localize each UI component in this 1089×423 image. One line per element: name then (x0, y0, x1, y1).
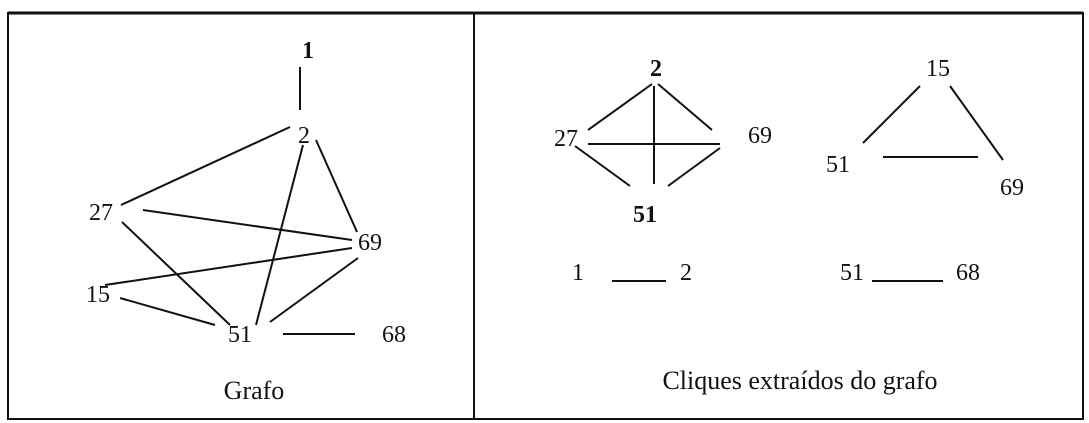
clique-c-node-right: 2 (680, 260, 692, 286)
node-68: 68 (382, 322, 406, 348)
clique-b-node-right: 69 (1000, 175, 1024, 201)
edge-27-69 (142, 209, 353, 241)
node-69: 69 (358, 230, 382, 256)
left-caption: Grafo (224, 376, 285, 405)
right-caption: Cliques extraídos do grafo (662, 366, 937, 395)
clique-c-node-left: 1 (572, 260, 584, 286)
node-27: 27 (89, 200, 113, 226)
clique-a-node-bottom: 51 (633, 202, 657, 228)
clique-b-node-left: 51 (826, 152, 850, 178)
left-graph: 1 2 27 69 15 51 68 (86, 38, 406, 348)
left-panel-frame (7, 12, 475, 420)
clique-a-edge-51-69 (667, 147, 721, 187)
clique-a-node-right: 69 (748, 123, 772, 149)
clique-a-edge-2-69 (657, 83, 713, 131)
clique-a-node-left: 27 (554, 126, 578, 152)
clique-a-node-top: 2 (650, 56, 662, 82)
node-51: 51 (228, 322, 252, 348)
clique-b-edge-15-69 (949, 85, 1004, 161)
node-1: 1 (302, 38, 314, 64)
clique-a: 2 27 69 51 (554, 56, 772, 228)
edge-2-27 (120, 126, 291, 206)
edge-2-69 (315, 139, 358, 233)
node-2: 2 (298, 123, 310, 149)
edge-2-51 (255, 144, 304, 326)
clique-a-edge-2-27 (587, 83, 653, 131)
clique-a-edge-27-51 (574, 145, 631, 187)
clique-b-node-top: 15 (926, 56, 950, 82)
clique-c: 1 2 (572, 260, 692, 286)
node-15: 15 (86, 282, 110, 308)
right-panel-frame (473, 12, 1084, 420)
edge-15-69 (104, 247, 353, 286)
edge-15-51 (119, 297, 216, 326)
clique-d-node-left: 51 (840, 260, 864, 286)
edge-51-69 (269, 257, 359, 323)
clique-b-edge-15-51 (862, 85, 921, 144)
clique-b: 15 51 69 (826, 56, 1024, 201)
clique-d: 51 68 (840, 260, 980, 286)
clique-d-node-right: 68 (956, 260, 980, 286)
